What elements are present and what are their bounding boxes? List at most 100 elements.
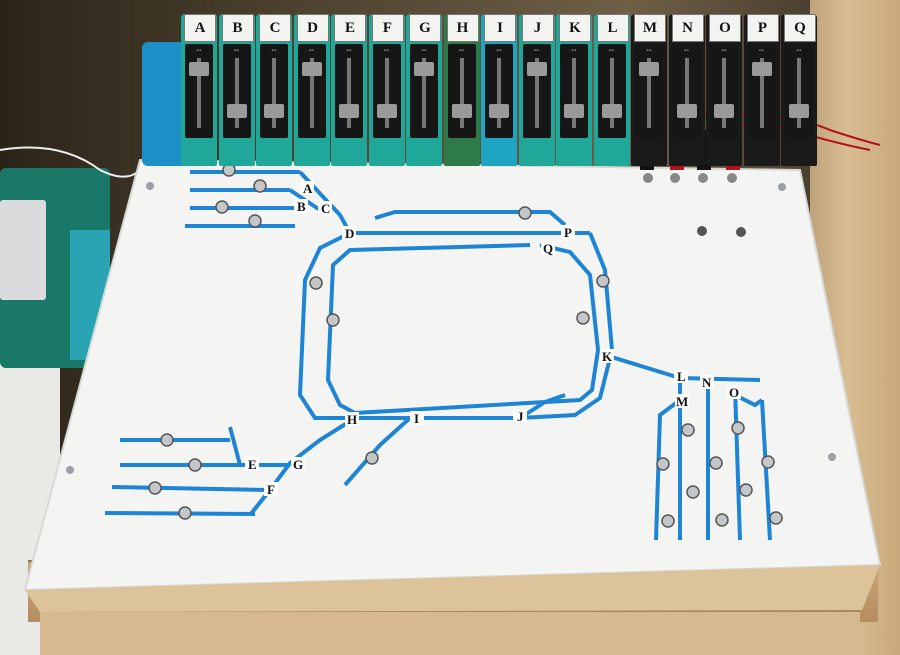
lever-slot xyxy=(759,58,764,128)
track-label-q: Q xyxy=(541,241,555,256)
lever-handle[interactable] xyxy=(714,104,734,118)
lever-slot xyxy=(572,58,576,128)
svg-text:J: J xyxy=(517,409,524,424)
lever-handle[interactable] xyxy=(339,104,359,118)
lever-handle[interactable] xyxy=(226,104,247,118)
lever-handle[interactable] xyxy=(451,104,472,118)
lever-body: ⇔ xyxy=(522,44,551,138)
lever-l[interactable]: L⇔ xyxy=(593,14,630,166)
double-arrow-icon: ⇔ xyxy=(570,45,578,54)
lever-b[interactable]: B⇔ xyxy=(218,14,255,166)
svg-text:N: N xyxy=(702,375,712,390)
lever-a[interactable]: A⇔ xyxy=(181,14,217,166)
lever-m[interactable]: M⇔ xyxy=(631,14,667,166)
lever-body: ⇔ xyxy=(560,44,588,138)
lever-q[interactable]: Q⇔ xyxy=(781,14,817,166)
double-arrow-icon: ⇔ xyxy=(195,45,203,54)
lever-slot xyxy=(234,58,239,128)
lever-label: I xyxy=(484,14,516,42)
svg-text:M: M xyxy=(676,394,688,409)
rivet xyxy=(146,182,154,190)
lever-p[interactable]: P⇔ xyxy=(743,14,780,166)
rivet xyxy=(66,466,74,474)
track-label-j: J xyxy=(513,409,527,424)
lever-label: H xyxy=(446,14,479,42)
lever-label: E xyxy=(334,14,366,42)
lever-slot xyxy=(197,58,201,128)
track-label-d: D xyxy=(342,226,356,241)
svg-text:F: F xyxy=(267,482,275,497)
track-label-i: I xyxy=(410,411,424,426)
svg-text:L: L xyxy=(677,369,686,384)
double-arrow-icon: ⇔ xyxy=(607,45,616,54)
svg-text:A: A xyxy=(303,181,313,196)
lever-g[interactable]: G⇔ xyxy=(406,14,442,166)
svg-text:I: I xyxy=(414,411,419,426)
lever-c[interactable]: C⇔ xyxy=(256,14,292,166)
track-label-a: A xyxy=(300,181,314,196)
lever-slot xyxy=(272,58,276,128)
lever-slot xyxy=(647,58,651,128)
track-label-c: C xyxy=(318,201,332,216)
lever-slot xyxy=(497,58,501,128)
double-arrow-icon: ⇔ xyxy=(420,45,428,54)
track-label-p: P xyxy=(561,225,575,240)
lever-j[interactable]: J⇔ xyxy=(518,14,555,166)
lever-d[interactable]: D⇔ xyxy=(293,14,330,166)
lever-handle[interactable] xyxy=(639,62,659,76)
lever-handle[interactable] xyxy=(751,62,772,76)
double-arrow-icon: ⇔ xyxy=(270,45,278,54)
lever-i[interactable]: I⇔ xyxy=(481,14,517,166)
lever-label: C xyxy=(259,14,291,42)
lever-body: ⇔ xyxy=(185,44,213,138)
lever-e[interactable]: E⇔ xyxy=(331,14,367,166)
double-arrow-icon: ⇔ xyxy=(682,45,691,54)
lever-handle[interactable] xyxy=(376,104,397,118)
lever-slot xyxy=(309,58,314,128)
lever-label: B xyxy=(221,14,254,42)
lever-handle[interactable] xyxy=(526,62,547,76)
track-label-h: H xyxy=(345,412,359,427)
lever-body: ⇔ xyxy=(222,44,251,138)
lever-n[interactable]: N⇔ xyxy=(668,14,705,166)
double-arrow-icon: ⇔ xyxy=(382,45,391,54)
lever-handle[interactable] xyxy=(789,104,809,118)
track-label-f: F xyxy=(264,482,278,497)
lever-body: ⇔ xyxy=(710,44,738,138)
track-label-b: B xyxy=(294,199,308,214)
lever-h[interactable]: H⇔ xyxy=(443,14,480,166)
lever-body: ⇔ xyxy=(260,44,288,138)
lever-body: ⇔ xyxy=(410,44,438,138)
svg-text:G: G xyxy=(293,457,303,472)
lever-slot xyxy=(609,58,614,128)
lever-handle[interactable] xyxy=(189,62,209,76)
lever-handle[interactable] xyxy=(264,104,284,118)
lever-body: ⇔ xyxy=(672,44,701,138)
rivet xyxy=(778,183,786,191)
lever-body: ⇔ xyxy=(785,44,813,138)
svg-text:O: O xyxy=(729,385,739,400)
lever-handle[interactable] xyxy=(489,104,509,118)
lever-handle[interactable] xyxy=(301,62,322,76)
lever-k[interactable]: K⇔ xyxy=(556,14,592,166)
lever-o[interactable]: O⇔ xyxy=(706,14,742,166)
lever-f[interactable]: F⇔ xyxy=(368,14,405,166)
lever-handle[interactable] xyxy=(414,62,434,76)
double-arrow-icon: ⇔ xyxy=(720,45,728,54)
lever-handle[interactable] xyxy=(564,104,584,118)
lever-handle[interactable] xyxy=(676,104,697,118)
lever-label: L xyxy=(596,14,629,42)
track-label-layer: A B C D P Q K L N O M H I J E G F xyxy=(245,181,741,497)
track-label-k: K xyxy=(600,349,614,364)
lever-label: F xyxy=(371,14,404,42)
svg-text:E: E xyxy=(248,457,257,472)
double-arrow-icon: ⇔ xyxy=(532,45,541,54)
double-arrow-icon: ⇔ xyxy=(345,45,353,54)
double-arrow-icon: ⇔ xyxy=(495,45,503,54)
track-label-e: E xyxy=(245,457,259,472)
track-label-m: M xyxy=(675,394,689,409)
lever-handle[interactable] xyxy=(601,104,622,118)
lever-body: ⇔ xyxy=(485,44,513,138)
double-arrow-icon: ⇔ xyxy=(457,45,466,54)
